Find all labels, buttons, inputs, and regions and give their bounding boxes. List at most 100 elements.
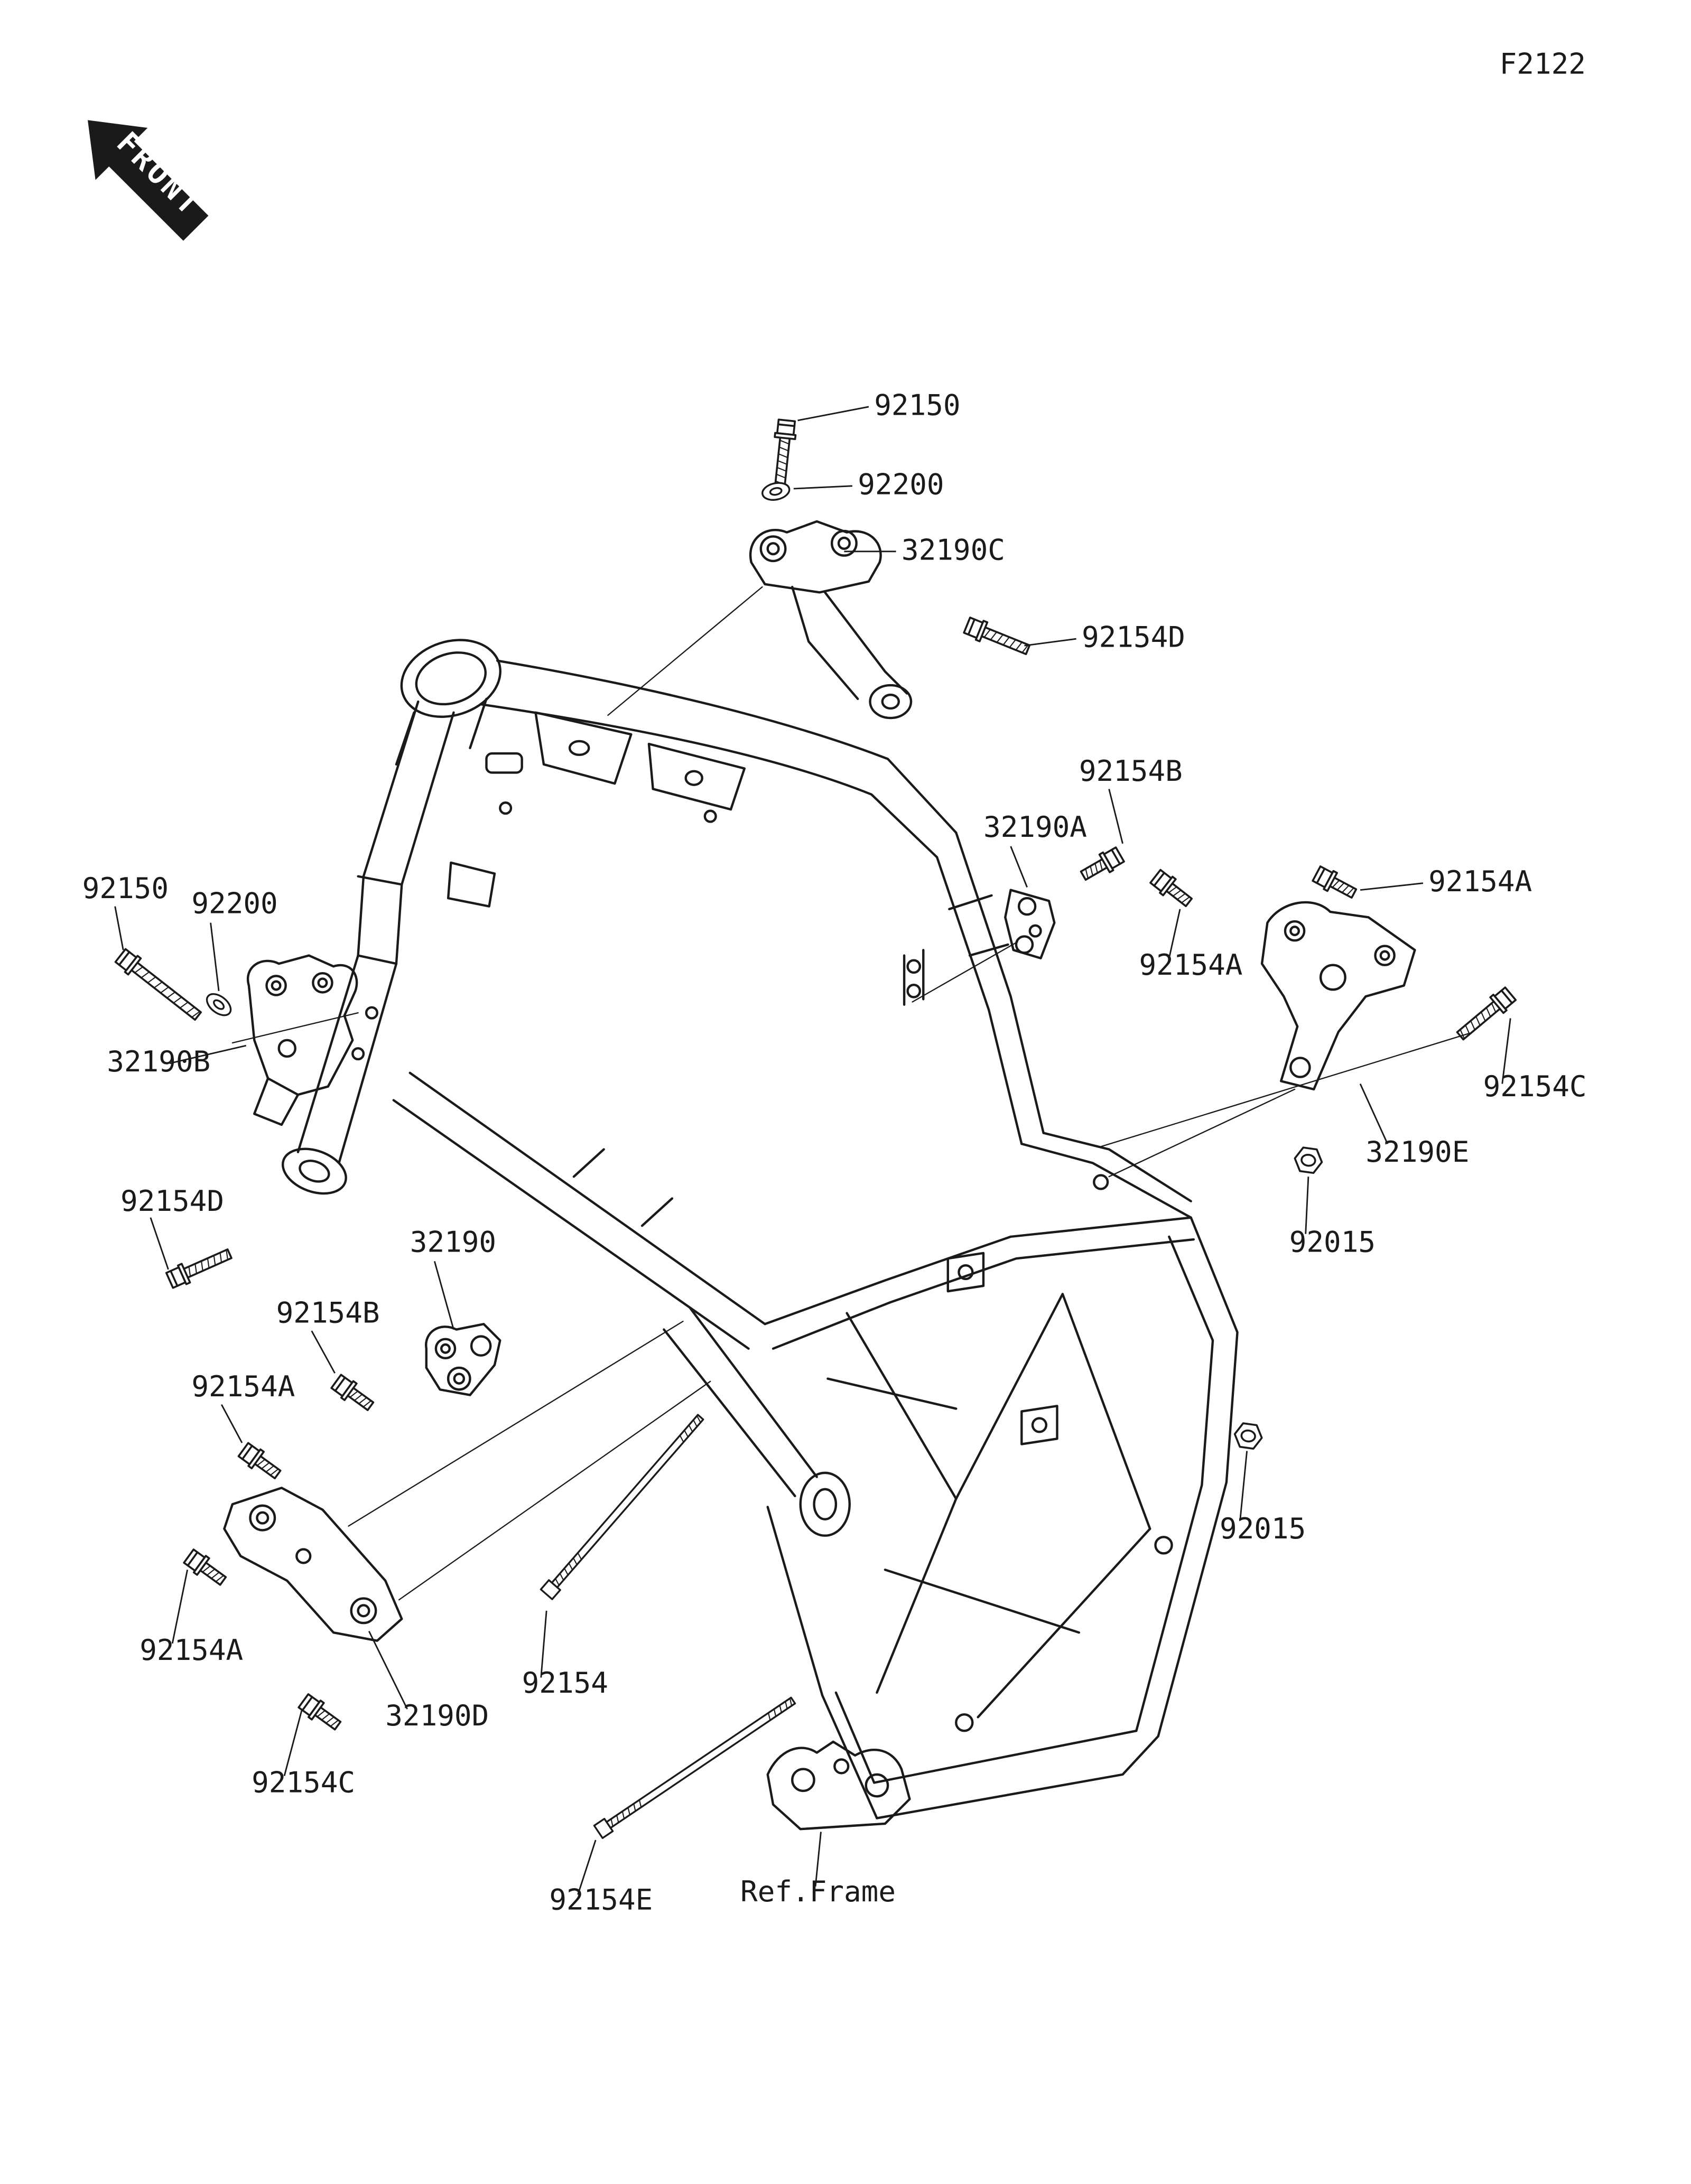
part-callout: 92154B	[276, 1296, 380, 1374]
bolt-icon-92154C-lower	[298, 1693, 344, 1734]
bolt-icon-92154A-left	[237, 1441, 284, 1482]
bolt-icon-92154A-lower	[183, 1548, 229, 1589]
leader-line	[210, 922, 220, 991]
frame-hole	[955, 1713, 974, 1732]
left-tube-boss	[281, 1147, 347, 1195]
part-label-32190D: 32190D	[385, 1699, 489, 1732]
assembly-axis	[348, 1320, 684, 1527]
part-callout: 92154A	[1360, 865, 1532, 898]
leader-line	[433, 1261, 454, 1330]
left-lower-tube-outer	[296, 954, 359, 1153]
bolt-icon-92154B-right	[1078, 846, 1125, 885]
gusset-hole	[684, 770, 703, 786]
leader-line	[1108, 789, 1123, 844]
part-label-92154D: 92154D	[1082, 621, 1185, 654]
bracket-32190	[425, 1323, 501, 1396]
cradle-mount-tab	[1020, 1405, 1058, 1445]
part-label-92154: 92154	[522, 1666, 608, 1700]
leader-line	[577, 1840, 597, 1895]
bolt-icon-92154D-left	[165, 1244, 234, 1290]
bolt-icon-92154A-mid	[1149, 868, 1195, 910]
front-arrow-shape	[88, 120, 209, 241]
part-callout: 92154D	[1024, 621, 1185, 654]
cradle-left-outer	[766, 1506, 878, 1819]
bottom-bracket-hole	[791, 1768, 815, 1793]
part-callout: 32190C	[844, 533, 1005, 566]
leader-line	[540, 1610, 547, 1678]
bottom-bracket	[766, 1740, 911, 1831]
cradle-mount-tab	[946, 1252, 985, 1293]
part-callout: 92154A	[1139, 909, 1242, 982]
bolt-icon-92154D-top	[963, 615, 1032, 659]
bracket-32190C	[749, 520, 913, 720]
leader-line	[1305, 1177, 1309, 1234]
part-label-32190B: 32190B	[107, 1045, 210, 1078]
frame-hole	[365, 1006, 378, 1020]
spar-gusset-1	[534, 711, 633, 785]
leader-line	[220, 1404, 243, 1443]
right-spar-ribs	[948, 894, 1009, 957]
part-callout: 92154C	[252, 1709, 355, 1799]
part-callout: 92154D	[120, 1184, 224, 1270]
cradle-top-inner	[772, 1238, 1195, 1350]
frame-illustration	[114, 419, 1517, 1838]
leader-line	[797, 406, 869, 422]
stud-icon-92154	[541, 1412, 706, 1599]
lattice-strut	[884, 1569, 1081, 1634]
left-downtube-outer	[357, 700, 420, 957]
gusset-hole	[568, 740, 590, 757]
assembly-axis	[912, 941, 1018, 1003]
cradle-right-inner	[1135, 1235, 1214, 1732]
part-callout: 92150	[82, 872, 169, 950]
frame-hole	[1154, 1536, 1173, 1555]
leader-line	[1168, 909, 1181, 959]
leader-line	[814, 1832, 822, 1887]
bolt-icon-92154C-right	[1454, 986, 1517, 1043]
cradle-right-outer	[1157, 1216, 1239, 1738]
leader-line	[311, 1330, 336, 1374]
part-callout: 32190	[410, 1225, 496, 1330]
part-callout: 92154A	[140, 1570, 243, 1667]
part-label-92150: 92150	[874, 388, 960, 422]
mid-diagonal-outer	[408, 1071, 766, 1326]
bracket-32190E	[1260, 901, 1416, 1091]
part-callout: 92154A	[191, 1370, 295, 1443]
mid-diagonal-ribs	[572, 1148, 674, 1227]
part-label-92200: 92200	[858, 468, 944, 501]
spar-gusset-2	[647, 742, 746, 811]
part-callout: 32190E	[1359, 1083, 1469, 1169]
part-callout: 92154	[522, 1610, 608, 1700]
left-downtube-joints	[357, 875, 403, 965]
part-callout: 92200	[191, 887, 278, 991]
cradle-left-inner	[834, 1691, 876, 1784]
leader-line	[368, 1630, 408, 1710]
leader-line	[171, 1570, 189, 1644]
part-label-92015: 92015	[1220, 1512, 1306, 1545]
rear-tie-inner	[1042, 1132, 1192, 1202]
lattice-strut	[876, 1497, 958, 1694]
stud-icon-92154E	[594, 1694, 797, 1838]
leader-line	[1360, 882, 1424, 891]
frame-hole	[1093, 1174, 1109, 1190]
part-callout: 92154B	[1079, 754, 1183, 844]
part-label-32190C: 32190C	[902, 533, 1005, 566]
leader-line	[114, 906, 124, 950]
leader-line	[283, 1709, 303, 1776]
part-callout: 32190A	[983, 810, 1087, 888]
top-spar-lower	[479, 703, 939, 858]
part-label-92154A: 92154A	[140, 1634, 243, 1667]
part-label-92154A: 92154A	[1428, 865, 1532, 898]
washer-icon-92200-top	[761, 481, 791, 502]
mid-diagonal-inner	[392, 1099, 750, 1350]
lattice-strut	[1061, 1293, 1151, 1530]
frame-tab	[447, 861, 496, 908]
part-label-Ref.Frame: Ref.Frame	[740, 1875, 896, 1908]
part-callout: 92154C	[1483, 1018, 1587, 1103]
lattice-strut	[977, 1527, 1151, 1719]
part-label-92154E: 92154E	[549, 1883, 653, 1917]
part-callout: Ref.Frame	[740, 1832, 896, 1908]
part-label-92200: 92200	[191, 887, 277, 920]
bottom-bracket-hole	[865, 1773, 889, 1798]
